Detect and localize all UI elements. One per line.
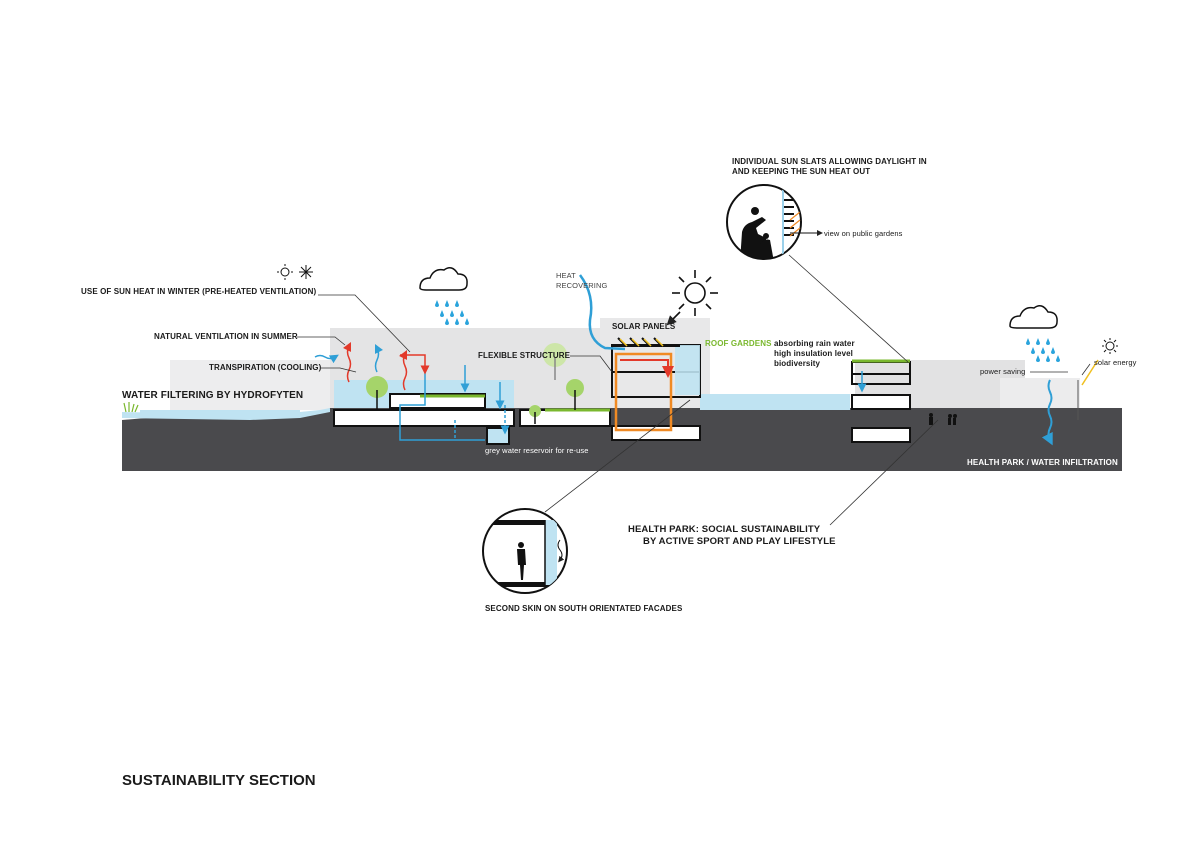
health-park-label-2: BY ACTIVE SPORT AND PLAY LIFESTYLE xyxy=(643,536,836,547)
roof-gardens-label: ROOF GARDENS xyxy=(705,339,772,348)
solar-panels-label: SOLAR PANELS xyxy=(612,322,676,331)
cloud-rain-icon xyxy=(419,267,1060,362)
water-filtering-label: WATER FILTERING BY HYDROFYTEN xyxy=(122,390,304,401)
biodiversity-label: biodiversity xyxy=(774,359,821,368)
flexible-structure-label: FLEXIBLE STRUCTURE xyxy=(478,351,571,360)
solar-ray xyxy=(1081,359,1099,386)
natural-ventilation-label: NATURAL VENTILATION IN SUMMER xyxy=(154,332,298,341)
sun-slats-label-1: INDIVIDUAL SUN SLATS ALLOWING DAYLIGHT I… xyxy=(732,157,927,166)
second-skin-detail xyxy=(482,508,568,594)
absorbing-rain-label: absorbing rain water xyxy=(774,339,855,348)
second-skin-label: SECOND SKIN ON SOUTH ORIENTATED FACADES xyxy=(485,604,683,613)
roof-gardens xyxy=(420,359,910,412)
sun-slats-label-2: AND KEEPING THE SUN HEAT OUT xyxy=(732,167,871,176)
sun-slats-detail xyxy=(726,184,823,260)
solar-panels xyxy=(612,337,680,347)
sun-heat-winter-label: USE OF SUN HEAT IN WINTER (PRE-HEATED VE… xyxy=(81,287,317,296)
water-channel xyxy=(700,394,850,410)
insulation-label: high insulation level xyxy=(774,349,853,358)
small-sun-icon xyxy=(277,264,1118,354)
tree-icon xyxy=(366,343,584,424)
health-park-water-label: HEALTH PARK / WATER INFILTRATION xyxy=(967,458,1118,467)
heat-recovering-label-1: HEAT xyxy=(556,271,576,280)
ventilation-arrows xyxy=(314,274,1053,446)
health-park-label-1: HEALTH PARK: SOCIAL SUSTAINABILITY xyxy=(628,524,821,535)
page-title: SUSTAINABILITY SECTION xyxy=(122,772,316,789)
leader-lines xyxy=(297,254,1091,526)
grey-water-label: grey water reservoir for re-use xyxy=(485,446,589,455)
snowflake-icon xyxy=(299,265,313,279)
person-icon xyxy=(929,413,957,425)
view-gardens-label: view on public gardens xyxy=(824,229,903,238)
solar-energy-label: solar energy xyxy=(1094,358,1137,367)
sun-icon xyxy=(666,270,718,326)
glass-facade xyxy=(675,345,700,395)
power-saving-label: power saving xyxy=(980,367,1026,376)
heat-recovering-label-2: RECOVERING xyxy=(556,281,608,290)
reed-plants xyxy=(123,402,139,413)
transpiration-label: TRANSPIRATION (COOLING) xyxy=(209,363,322,372)
